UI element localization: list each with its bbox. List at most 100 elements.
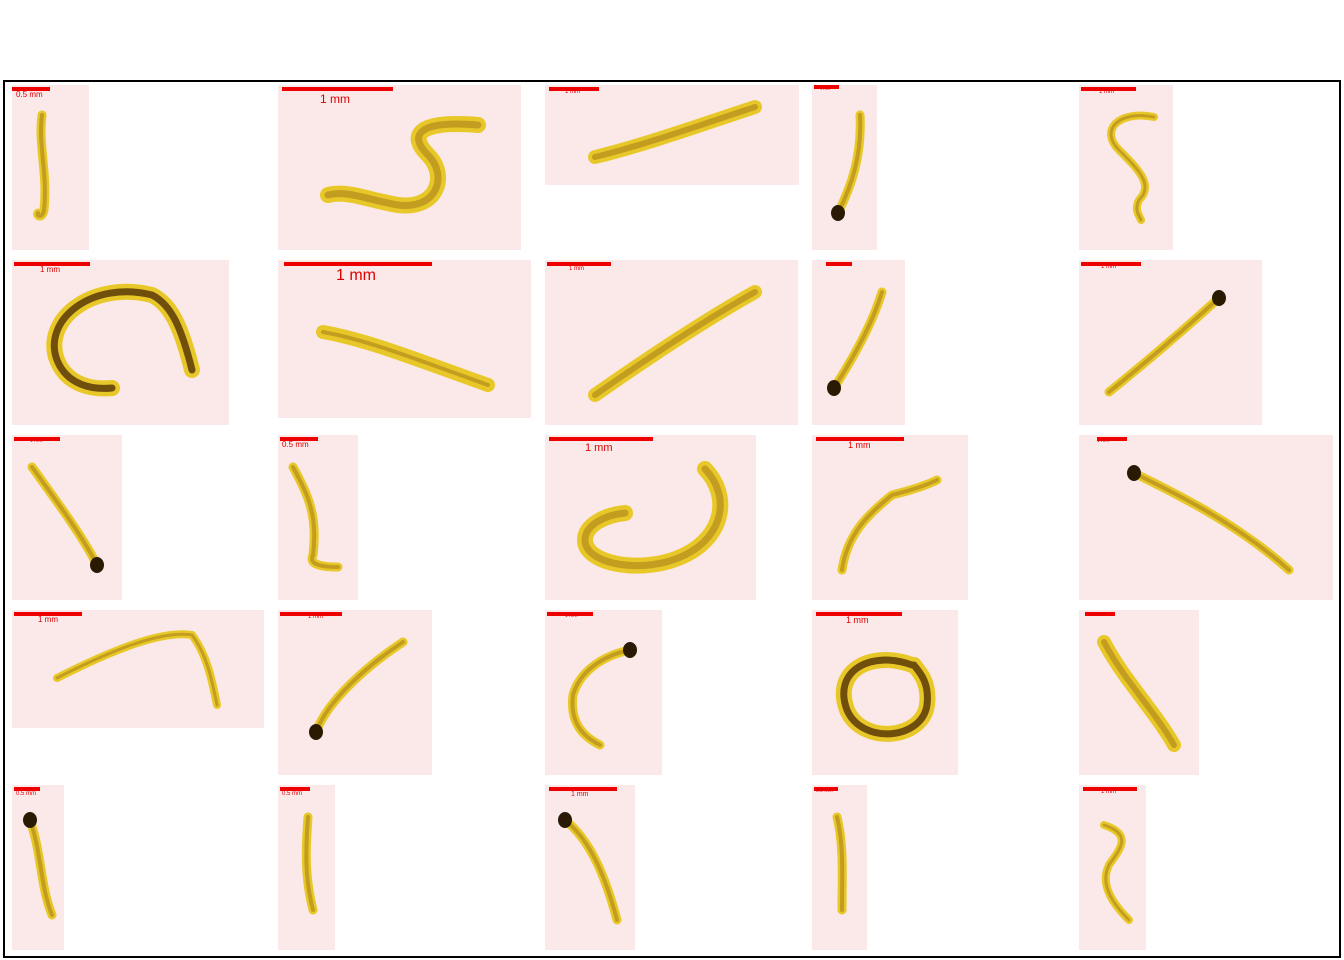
- nematode-body: [560, 815, 622, 925]
- scale-bar-label: 0.5 mm: [816, 788, 833, 794]
- nematode-gut: [321, 330, 490, 387]
- nematode-gut: [50, 288, 196, 392]
- specimen-4-image: 1 mm: [812, 85, 877, 250]
- scale-bar: [1081, 262, 1141, 266]
- scale-bar: [547, 612, 593, 616]
- nematode-body: [311, 637, 408, 737]
- nematode-head: [90, 557, 104, 573]
- specimen-13-image: 1 mm: [545, 435, 756, 600]
- scale-bar-label: 1 mm: [828, 261, 838, 266]
- specimen-11-nematode: [27, 462, 104, 573]
- scale-bar-label: 1 mm: [320, 92, 350, 106]
- scale-bar-label: 0.5 mm: [282, 791, 303, 797]
- scale-bar-label: 1 mm: [1099, 89, 1114, 95]
- nematode-gut: [840, 478, 939, 572]
- specimen-5-image: 1 mm: [1079, 85, 1173, 250]
- scale-bar: [826, 262, 852, 266]
- scale-bar: [814, 787, 838, 791]
- scale-bar: [1083, 787, 1137, 791]
- nematode-body: [837, 475, 942, 575]
- scale-bar: [549, 87, 599, 91]
- specimen-2-image: 1 mm: [278, 85, 521, 250]
- specimen-3-image: 1 mm: [545, 85, 799, 185]
- specimen-22-nematode: [301, 812, 318, 915]
- scale-bar: [814, 85, 839, 89]
- nematode-gut: [581, 465, 724, 570]
- nematode-gut: [291, 465, 340, 569]
- nematode-head: [558, 812, 572, 828]
- specimen-22-image: 0.5 mm: [278, 785, 335, 950]
- nematode-gut: [563, 818, 619, 922]
- nematode-gut: [1101, 639, 1177, 748]
- specimen-19-image: 1 mm: [812, 610, 958, 775]
- specimen-24-image: 0.5 mm: [812, 785, 867, 950]
- specimen-23-image: 1 mm: [545, 785, 635, 950]
- scale-bar-label: 1 mm: [1101, 789, 1116, 795]
- specimen-4-nematode: [831, 110, 865, 221]
- scale-bar: [14, 787, 40, 791]
- scale-bar: [547, 262, 611, 266]
- specimen-5-nematode: [1107, 111, 1158, 224]
- scale-bar-label: 0.5 mm: [16, 90, 43, 99]
- scale-bar-label: 1 mm: [38, 615, 58, 624]
- scale-bar: [1085, 612, 1115, 616]
- scale-bar-label: 0.5 mm: [282, 440, 309, 449]
- nematode-gut: [840, 656, 931, 738]
- nematode-gut: [592, 104, 758, 160]
- scale-bar-label: 1 mm: [569, 266, 584, 272]
- specimen-7-nematode: [316, 325, 495, 392]
- nematode-head: [831, 205, 845, 221]
- scale-bar: [14, 612, 82, 616]
- nematode-body: [1107, 111, 1158, 224]
- scale-bar-label: 0.5 mm: [16, 791, 37, 797]
- scale-bar: [280, 437, 318, 441]
- nematode-gut: [832, 290, 884, 390]
- scale-bar: [284, 262, 432, 266]
- specimen-23-nematode: [558, 812, 622, 925]
- specimen-2-nematode: [320, 116, 486, 214]
- specimen-13-nematode: [577, 461, 729, 574]
- scale-bar: [1081, 87, 1136, 91]
- scale-bar-label: 1 mm: [1097, 438, 1110, 444]
- specimen-14-image: 1 mm: [812, 435, 968, 600]
- specimen-10-image: 1 mm: [1079, 260, 1262, 425]
- specimen-6-image: 1 mm: [12, 260, 229, 425]
- nematode-head: [23, 812, 37, 828]
- scale-bar: [549, 437, 653, 441]
- nematode-head: [623, 642, 637, 658]
- nematode-gut: [324, 120, 482, 209]
- specimen-17-nematode: [309, 637, 408, 740]
- scale-bar-label: 1 mm: [308, 614, 323, 620]
- scale-bar-label: 1 mm: [846, 615, 869, 625]
- specimen-18-image: 1 mm: [545, 610, 662, 775]
- specimen-25-image: 1 mm: [1079, 785, 1146, 950]
- scale-bar: [816, 437, 904, 441]
- specimen-3-nematode: [588, 100, 762, 164]
- specimen-8-nematode: [588, 285, 762, 402]
- nematode-gut: [1109, 114, 1156, 222]
- scale-bar: [14, 437, 60, 441]
- nematode-gut: [836, 113, 863, 215]
- nematode-head: [1212, 290, 1226, 306]
- specimen-8-image: 1 mm: [545, 260, 798, 425]
- nematode-gut: [1132, 471, 1291, 572]
- scale-bar-label: 1 mm: [336, 267, 376, 284]
- specimen-24-nematode: [832, 812, 847, 915]
- specimen-17-image: 1 mm: [278, 610, 432, 775]
- scale-bar-label: 1 mm: [820, 86, 830, 91]
- scale-bar-label: 1 mm: [585, 442, 613, 454]
- specimen-15-image: 1 mm: [1079, 435, 1333, 600]
- specimen-7-image: 1 mm: [278, 260, 531, 418]
- scale-bar: [280, 787, 310, 791]
- specimen-20-nematode: [1097, 635, 1181, 752]
- nematode-gut: [314, 640, 405, 734]
- scale-bar: [280, 612, 342, 616]
- scale-bar-label: 1 mm: [565, 89, 580, 95]
- specimen-16-nematode: [53, 630, 221, 709]
- scale-bar-label: 1 mm: [30, 438, 43, 444]
- specimen-19-nematode: [835, 652, 936, 742]
- specimen-1-image: 0.5 mm: [12, 85, 89, 250]
- nematode-gut: [55, 632, 219, 707]
- specimen-12-nematode: [288, 462, 343, 572]
- scale-bar-label: 1 mm: [571, 791, 589, 798]
